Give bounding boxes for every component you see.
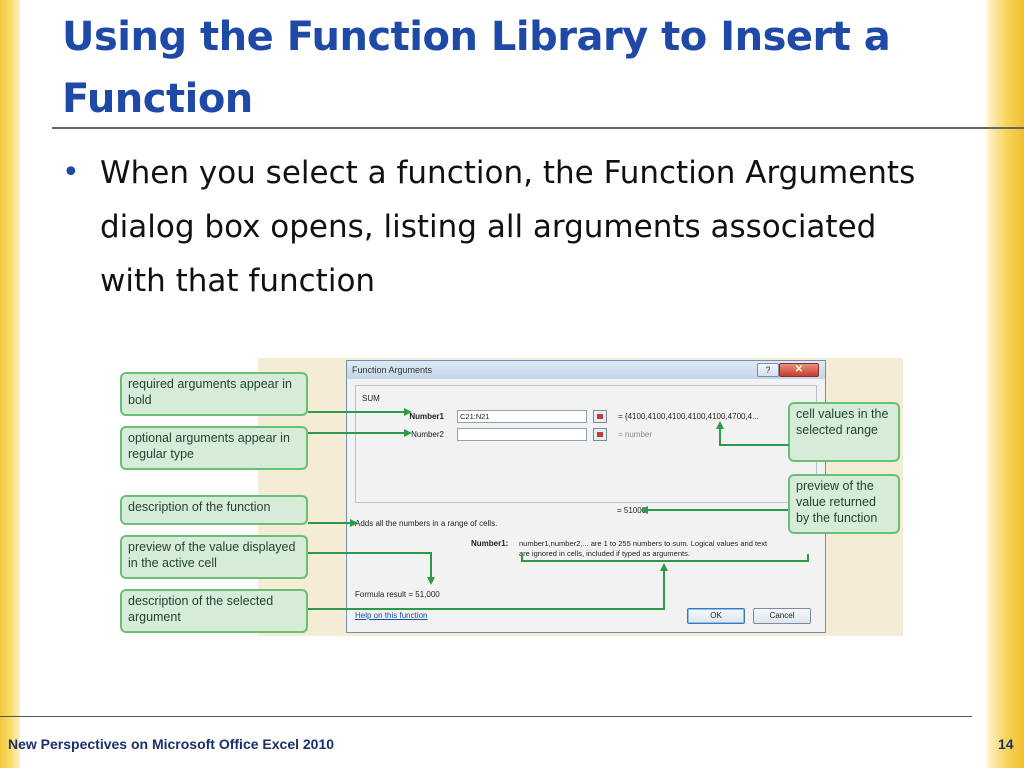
left-decorative-bar bbox=[0, 0, 20, 768]
arrow-line bbox=[521, 560, 809, 562]
arg-description-line2: are ignored in cells, included if typed … bbox=[519, 549, 690, 558]
arrow-head bbox=[716, 421, 724, 429]
arrow-head bbox=[660, 563, 668, 571]
number1-input[interactable]: C21:N21 bbox=[457, 410, 587, 423]
dialog-title: Function Arguments bbox=[352, 365, 433, 375]
title-divider bbox=[52, 127, 1024, 129]
arrow-line bbox=[308, 432, 406, 434]
dialog-screenshot-figure: Function Arguments ? ✕ SUM Number1 C21:N… bbox=[120, 358, 903, 636]
arg-label-number1: Number1 bbox=[409, 412, 444, 421]
arg-result-number1: = {4100,4100,4100,4100,4100,4700,4... bbox=[618, 412, 759, 421]
arrow-head bbox=[404, 429, 412, 437]
callout-cell-values: cell values in the selected range bbox=[788, 402, 900, 462]
arrow-head bbox=[427, 577, 435, 585]
callout-preview-active-cell: preview of the value displayed in the ac… bbox=[120, 535, 308, 579]
bullet-text: When you select a function, the Function… bbox=[100, 155, 916, 299]
arrow-head bbox=[350, 519, 358, 527]
function-name: SUM bbox=[362, 394, 380, 403]
arrow-line bbox=[308, 522, 352, 524]
arg-description-line1: number1,number2,... are 1 to 255 numbers… bbox=[519, 539, 768, 548]
arguments-group: SUM Number1 C21:N21 = {4100,4100,4100,41… bbox=[355, 385, 817, 503]
bullet-marker: • bbox=[62, 155, 80, 190]
arg-result-number2: = number bbox=[618, 430, 653, 439]
help-link[interactable]: Help on this function bbox=[355, 611, 428, 620]
arg-description-label: Number1: bbox=[471, 539, 509, 548]
callout-preview-returned: preview of the value returned by the fun… bbox=[788, 474, 900, 534]
arg-label-number2: Number2 bbox=[411, 430, 444, 439]
ok-button[interactable]: OK bbox=[687, 608, 745, 624]
help-button[interactable]: ? bbox=[757, 363, 779, 377]
collapse-dialog-icon[interactable] bbox=[593, 428, 607, 441]
arrow-line bbox=[807, 554, 809, 562]
arrow-line bbox=[648, 509, 788, 511]
formula-result: Formula result = 51,000 bbox=[355, 590, 440, 599]
callout-function-description: description of the function bbox=[120, 495, 308, 525]
callout-required-arguments: required arguments appear in bold bbox=[120, 372, 308, 416]
arrow-line bbox=[308, 608, 664, 610]
dialog-titlebar: Function Arguments ? ✕ bbox=[347, 361, 825, 379]
slide-title: Using the Function Library to Insert a F… bbox=[62, 14, 891, 122]
arrow-line bbox=[308, 411, 406, 413]
callout-optional-arguments: optional arguments appear in regular typ… bbox=[120, 426, 308, 470]
arrow-line bbox=[430, 552, 432, 578]
arrow-line bbox=[521, 554, 523, 562]
function-description: Adds all the numbers in a range of cells… bbox=[355, 519, 498, 528]
arrow-line bbox=[719, 428, 721, 446]
close-button[interactable]: ✕ bbox=[779, 363, 819, 377]
arrow-line bbox=[719, 444, 789, 446]
arrow-head bbox=[404, 408, 412, 416]
page-number: 14 bbox=[998, 736, 1014, 752]
function-preview-total: = 51000 bbox=[617, 506, 647, 515]
function-arguments-dialog: Function Arguments ? ✕ SUM Number1 C21:N… bbox=[346, 360, 826, 633]
footer-divider bbox=[0, 716, 972, 717]
arrow-line bbox=[308, 552, 431, 554]
cancel-button[interactable]: Cancel bbox=[753, 608, 811, 624]
footer-text: New Perspectives on Microsoft Office Exc… bbox=[8, 736, 335, 752]
arrow-line bbox=[663, 570, 665, 610]
collapse-dialog-icon[interactable] bbox=[593, 410, 607, 423]
arrow-head bbox=[640, 506, 648, 514]
number2-input[interactable] bbox=[457, 428, 587, 441]
callout-selected-argument: description of the selected argument bbox=[120, 589, 308, 633]
